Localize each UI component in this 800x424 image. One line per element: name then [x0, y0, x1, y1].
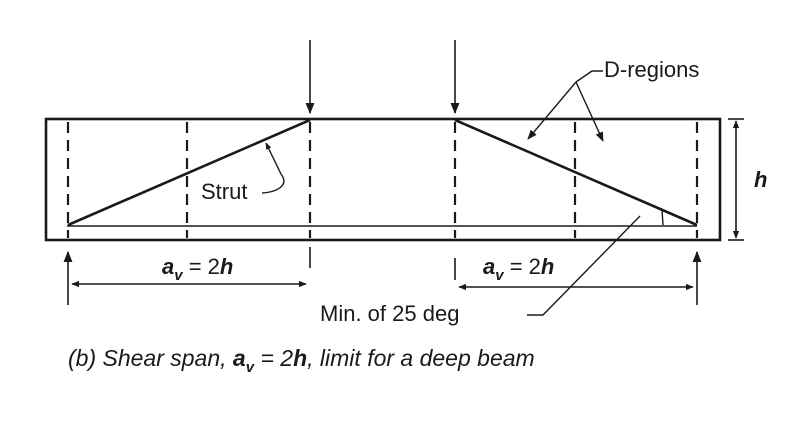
strut-leader [261, 142, 285, 194]
min-angle-label: Min. of 25 deg [320, 301, 459, 326]
d-regions-leader-1 [527, 81, 577, 140]
av-left-label: av = 2h [162, 254, 233, 284]
angle-arc [661, 209, 664, 226]
min-angle-leader [527, 215, 641, 316]
d-regions-label: D-regions [604, 57, 699, 82]
h-label: h [754, 167, 767, 192]
d-regions-leader-hook [575, 70, 603, 83]
strut-left [67, 118, 311, 227]
beam-outline [44, 117, 722, 242]
figure-caption: (b) Shear span, av = 2h, limit for a dee… [68, 345, 535, 376]
d-regions-leader-2 [575, 81, 604, 142]
strut-label: Strut [201, 179, 247, 204]
strut-right [454, 118, 698, 227]
av-right-label: av = 2h [483, 254, 554, 284]
